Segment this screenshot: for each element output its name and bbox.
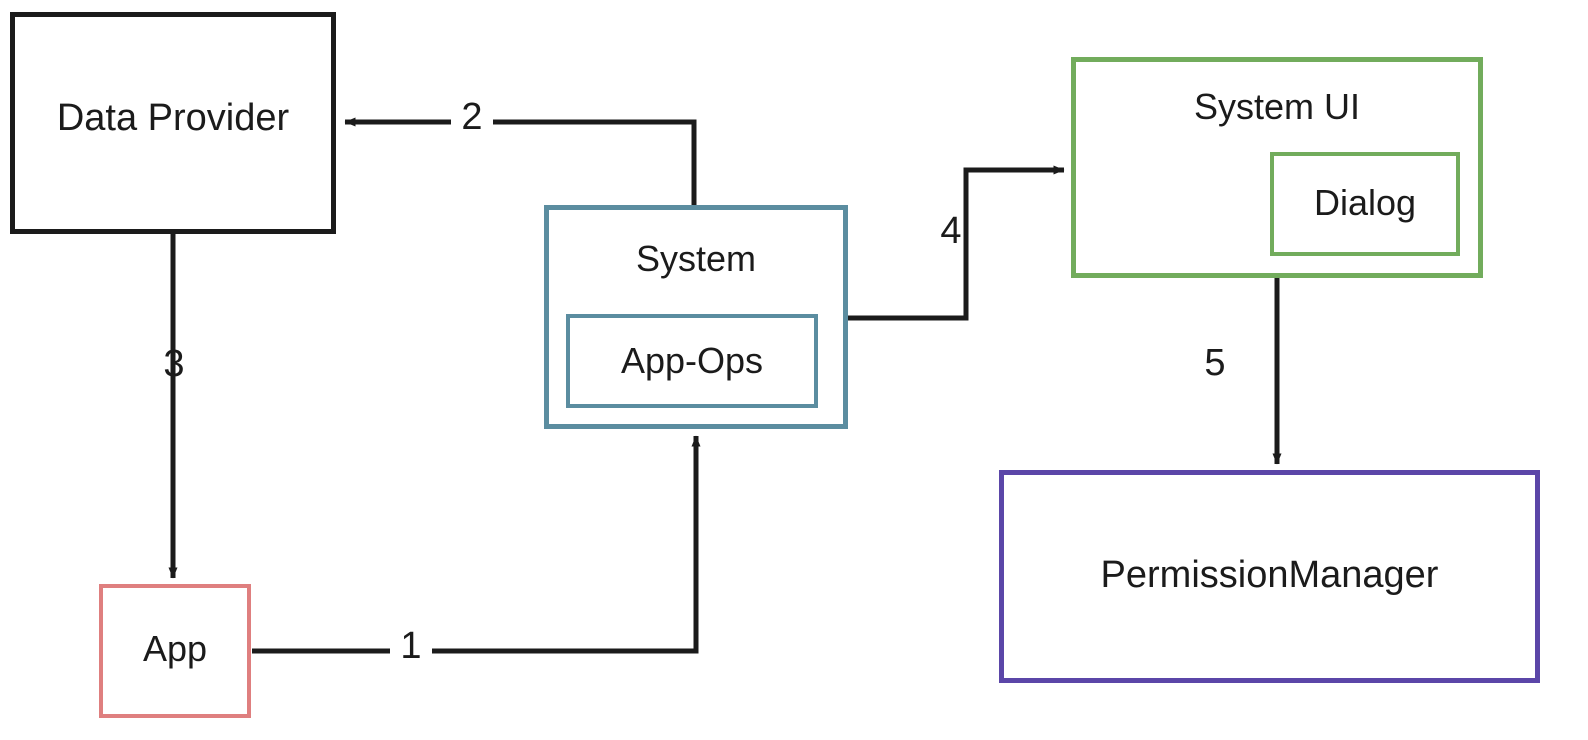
node-permission-manager-label: PermissionManager [1100, 554, 1439, 596]
edge-2-path [344, 117, 697, 205]
node-system-label: System [635, 238, 757, 279]
node-app-ops-label: App-Ops [620, 340, 764, 381]
edge-label-3: 3 [163, 343, 185, 385]
edge-label-2: 2 [451, 98, 493, 136]
node-app[interactable] [99, 584, 251, 718]
node-app-label: App [142, 628, 208, 669]
node-app-ops[interactable] [566, 314, 818, 408]
node-dialog[interactable] [1270, 152, 1460, 256]
edge-label-5: 5 [1204, 342, 1226, 384]
edge-4-path [848, 165, 1065, 321]
edge-label-4: 4 [940, 210, 962, 252]
node-data-provider-label: Data Provider [56, 97, 290, 139]
node-data-provider[interactable] [10, 12, 336, 234]
node-system-ui-label: System UI [1193, 86, 1361, 127]
node-permission-manager[interactable] [999, 470, 1540, 683]
node-dialog-label: Dialog [1313, 182, 1417, 223]
edge-1-path [252, 435, 701, 654]
edge-label-1: 1 [390, 627, 432, 665]
